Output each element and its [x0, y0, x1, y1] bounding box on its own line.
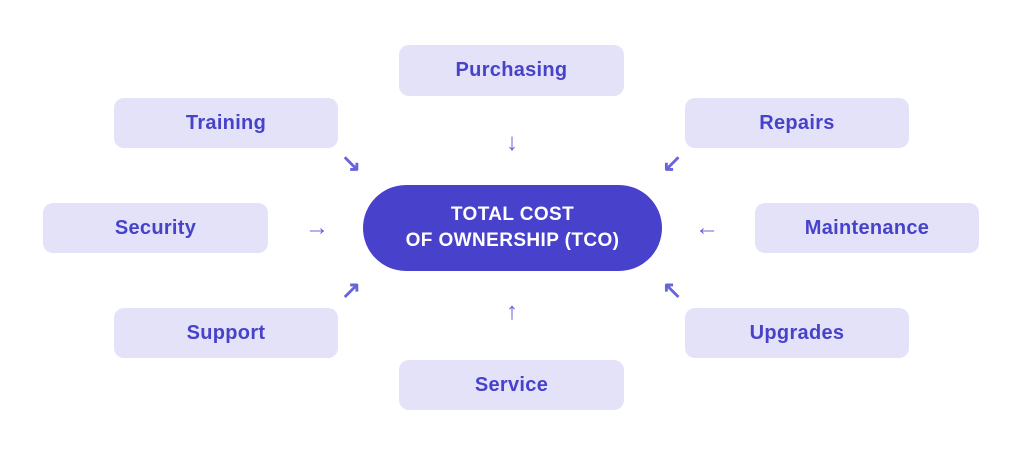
tco-center-line1: TOTAL COST	[450, 204, 575, 226]
arrow-right-icon: →	[305, 214, 329, 241]
node-purchasing-label: Purchasing	[455, 59, 568, 81]
node-training: Training	[114, 98, 338, 148]
node-service-label: Service	[474, 373, 549, 396]
arrow-up-icon: ↑	[506, 298, 518, 325]
arrow-down-left-icon: ↙	[661, 150, 683, 177]
node-upgrades: Upgrades	[685, 308, 909, 358]
arrow-up-left-icon: ↖	[661, 277, 683, 304]
tco-center-node: TOTAL COST OF OWNERSHIP (TCO)	[363, 185, 662, 271]
node-training-label: Training	[185, 111, 267, 134]
arrow-down-right-icon: ↘	[340, 150, 362, 177]
node-security-label: Security	[114, 216, 197, 239]
node-service: Service	[399, 360, 624, 410]
node-support: Support	[114, 308, 338, 358]
arrow-down-icon: ↓	[506, 129, 518, 156]
node-maintenance: Maintenance	[755, 203, 979, 253]
node-maintenance-label: Maintenance	[804, 216, 930, 239]
node-purchasing: Purchasing	[399, 45, 624, 96]
arrow-up-right-icon: ↗	[340, 277, 362, 304]
node-support-label: Support	[186, 321, 266, 344]
tco-center-line2: OF OWNERSHIP (TCO)	[405, 230, 620, 251]
node-repairs-label: Repairs	[759, 111, 835, 134]
node-security: Security	[43, 203, 268, 253]
node-upgrades-label: Upgrades	[749, 321, 845, 344]
arrow-left-icon: ←	[695, 214, 719, 241]
node-repairs: Repairs	[685, 98, 909, 148]
